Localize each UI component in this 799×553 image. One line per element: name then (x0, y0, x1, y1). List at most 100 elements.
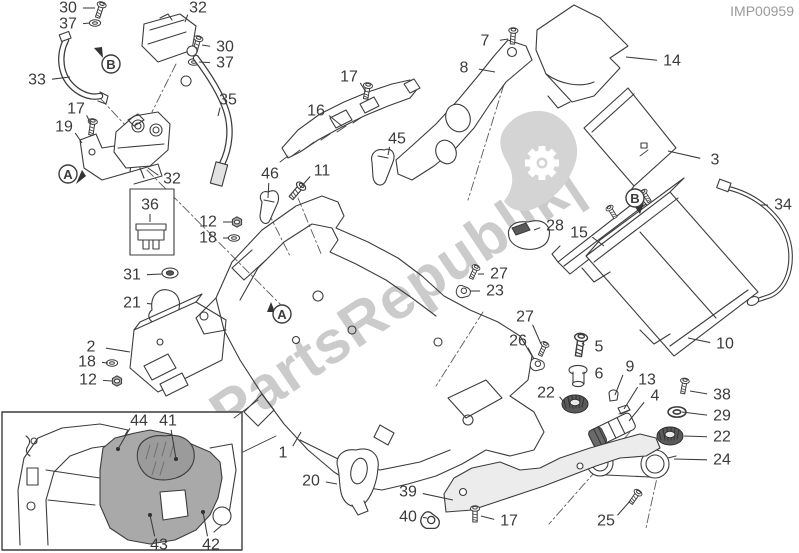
callout-number-32: 32 (163, 171, 181, 188)
callout-number-9: 9 (626, 359, 635, 376)
callout-number-37: 37 (59, 16, 77, 33)
part-pad-28 (508, 220, 550, 250)
part-4-relay (588, 412, 636, 448)
callout-number-18: 18 (199, 230, 217, 247)
callout-leader-19 (74, 132, 83, 144)
callout-leader-28 (533, 227, 541, 231)
callout-leader-12 (102, 379, 113, 382)
callout-number-28: 28 (546, 218, 564, 235)
part-frame-1 (195, 195, 545, 491)
nut-12-lower (111, 375, 123, 387)
callout-leader-41 (170, 429, 177, 460)
rubber-22-left (561, 394, 589, 414)
callout-leader-2 (105, 347, 131, 353)
ref-marker-circle-B (625, 188, 645, 208)
callout-number-25: 25 (597, 513, 615, 530)
callout-number-40: 40 (399, 509, 417, 526)
callout-number-1: 1 (279, 445, 288, 462)
callout-number-7: 7 (481, 33, 490, 50)
callout-leader-8 (478, 68, 496, 73)
callout-number-42: 42 (202, 537, 220, 553)
watermark: PartsRepublik| (198, 110, 592, 448)
callout-number-45: 45 (388, 131, 406, 148)
callout-number-38: 38 (713, 387, 731, 404)
part-panel-3 (583, 87, 677, 195)
callout-number-3: 3 (711, 152, 720, 169)
callout-number-6: 6 (595, 366, 604, 383)
callout-leader-32 (184, 14, 189, 23)
part-bracket-8 (395, 39, 533, 181)
callout-leader-3 (667, 150, 701, 159)
callout-leader-26 (527, 347, 535, 360)
callout-leader-22 (559, 396, 564, 402)
callout-leader-44 (117, 427, 131, 450)
part-cable-34 (716, 178, 793, 306)
callout-number-30: 30 (216, 39, 234, 56)
screw-25 (626, 487, 644, 507)
fuse-36-box (129, 188, 175, 256)
screw-27-lower (535, 339, 551, 358)
callout-leader-40 (422, 516, 428, 519)
callout-leader-14 (625, 56, 658, 61)
gear-icon (525, 146, 559, 180)
screw-38 (677, 376, 691, 395)
washer-37-top (88, 19, 102, 27)
ref-arrow-b-right (635, 203, 644, 214)
ref-arrow-a-left (76, 170, 86, 184)
screw-5 (571, 331, 589, 358)
callout-leader-35 (217, 107, 221, 117)
callout-leader-43 (149, 514, 156, 537)
callout-number-17: 17 (500, 513, 518, 530)
callout-leader-5 (581, 342, 585, 346)
part-solenoid-cover (141, 13, 197, 63)
callout-number-32: 32 (189, 0, 207, 17)
callout-number-16: 16 (307, 103, 325, 120)
inset-box (1, 399, 277, 551)
screw-17-bottom (469, 505, 481, 523)
ref-arrows (76, 47, 644, 312)
callout-number-12: 12 (79, 372, 97, 389)
callout-number-20: 20 (302, 473, 320, 490)
callout-leader-39 (422, 493, 454, 501)
callout-number-30: 30 (59, 0, 77, 17)
ref-arrow-b-left (94, 47, 103, 58)
ref-marker-letter-A: A (277, 307, 287, 322)
callout-number-39: 39 (399, 484, 417, 501)
screw-30-top (92, 0, 108, 20)
nut-12-upper (231, 216, 243, 228)
callout-number-46: 46 (261, 166, 279, 183)
callout-number-29: 29 (713, 408, 731, 425)
callout-leader-21 (146, 302, 153, 305)
rubber-22-right (656, 426, 684, 446)
callout-number-33: 33 (28, 72, 46, 89)
callout-number-21: 21 (123, 295, 141, 312)
part-pad-46 (259, 190, 280, 225)
ref-marker-circle-A (272, 304, 292, 324)
callout-layer: 3037323037331719353236121831212181217164… (28, 0, 792, 553)
part-solenoid-32 (113, 111, 171, 179)
part-13 (617, 404, 631, 415)
part-ecu-2 (129, 293, 227, 397)
callout-leader-37 (198, 61, 211, 64)
ref-marker-letter-A: A (63, 167, 73, 182)
callout-number-23: 23 (486, 283, 504, 300)
ref-marker-circle-A (58, 164, 78, 184)
part-hose-35 (180, 45, 233, 187)
callout-leader-11 (299, 176, 311, 189)
callout-number-41: 41 (159, 413, 177, 430)
callout-leader-32 (147, 167, 159, 176)
callout-number-37: 37 (216, 55, 234, 72)
callout-number-22: 22 (537, 385, 555, 402)
inset-heat-shield (99, 429, 223, 545)
spacer-6 (568, 364, 588, 388)
part-cover-14 (535, 4, 629, 109)
callout-number-17: 17 (67, 101, 85, 118)
callout-leader-4 (628, 401, 645, 422)
callout-leader-24 (673, 458, 708, 461)
callout-number-27: 27 (490, 266, 508, 283)
callout-leader-42 (202, 511, 208, 537)
battery-terminal-bolt (604, 203, 620, 221)
